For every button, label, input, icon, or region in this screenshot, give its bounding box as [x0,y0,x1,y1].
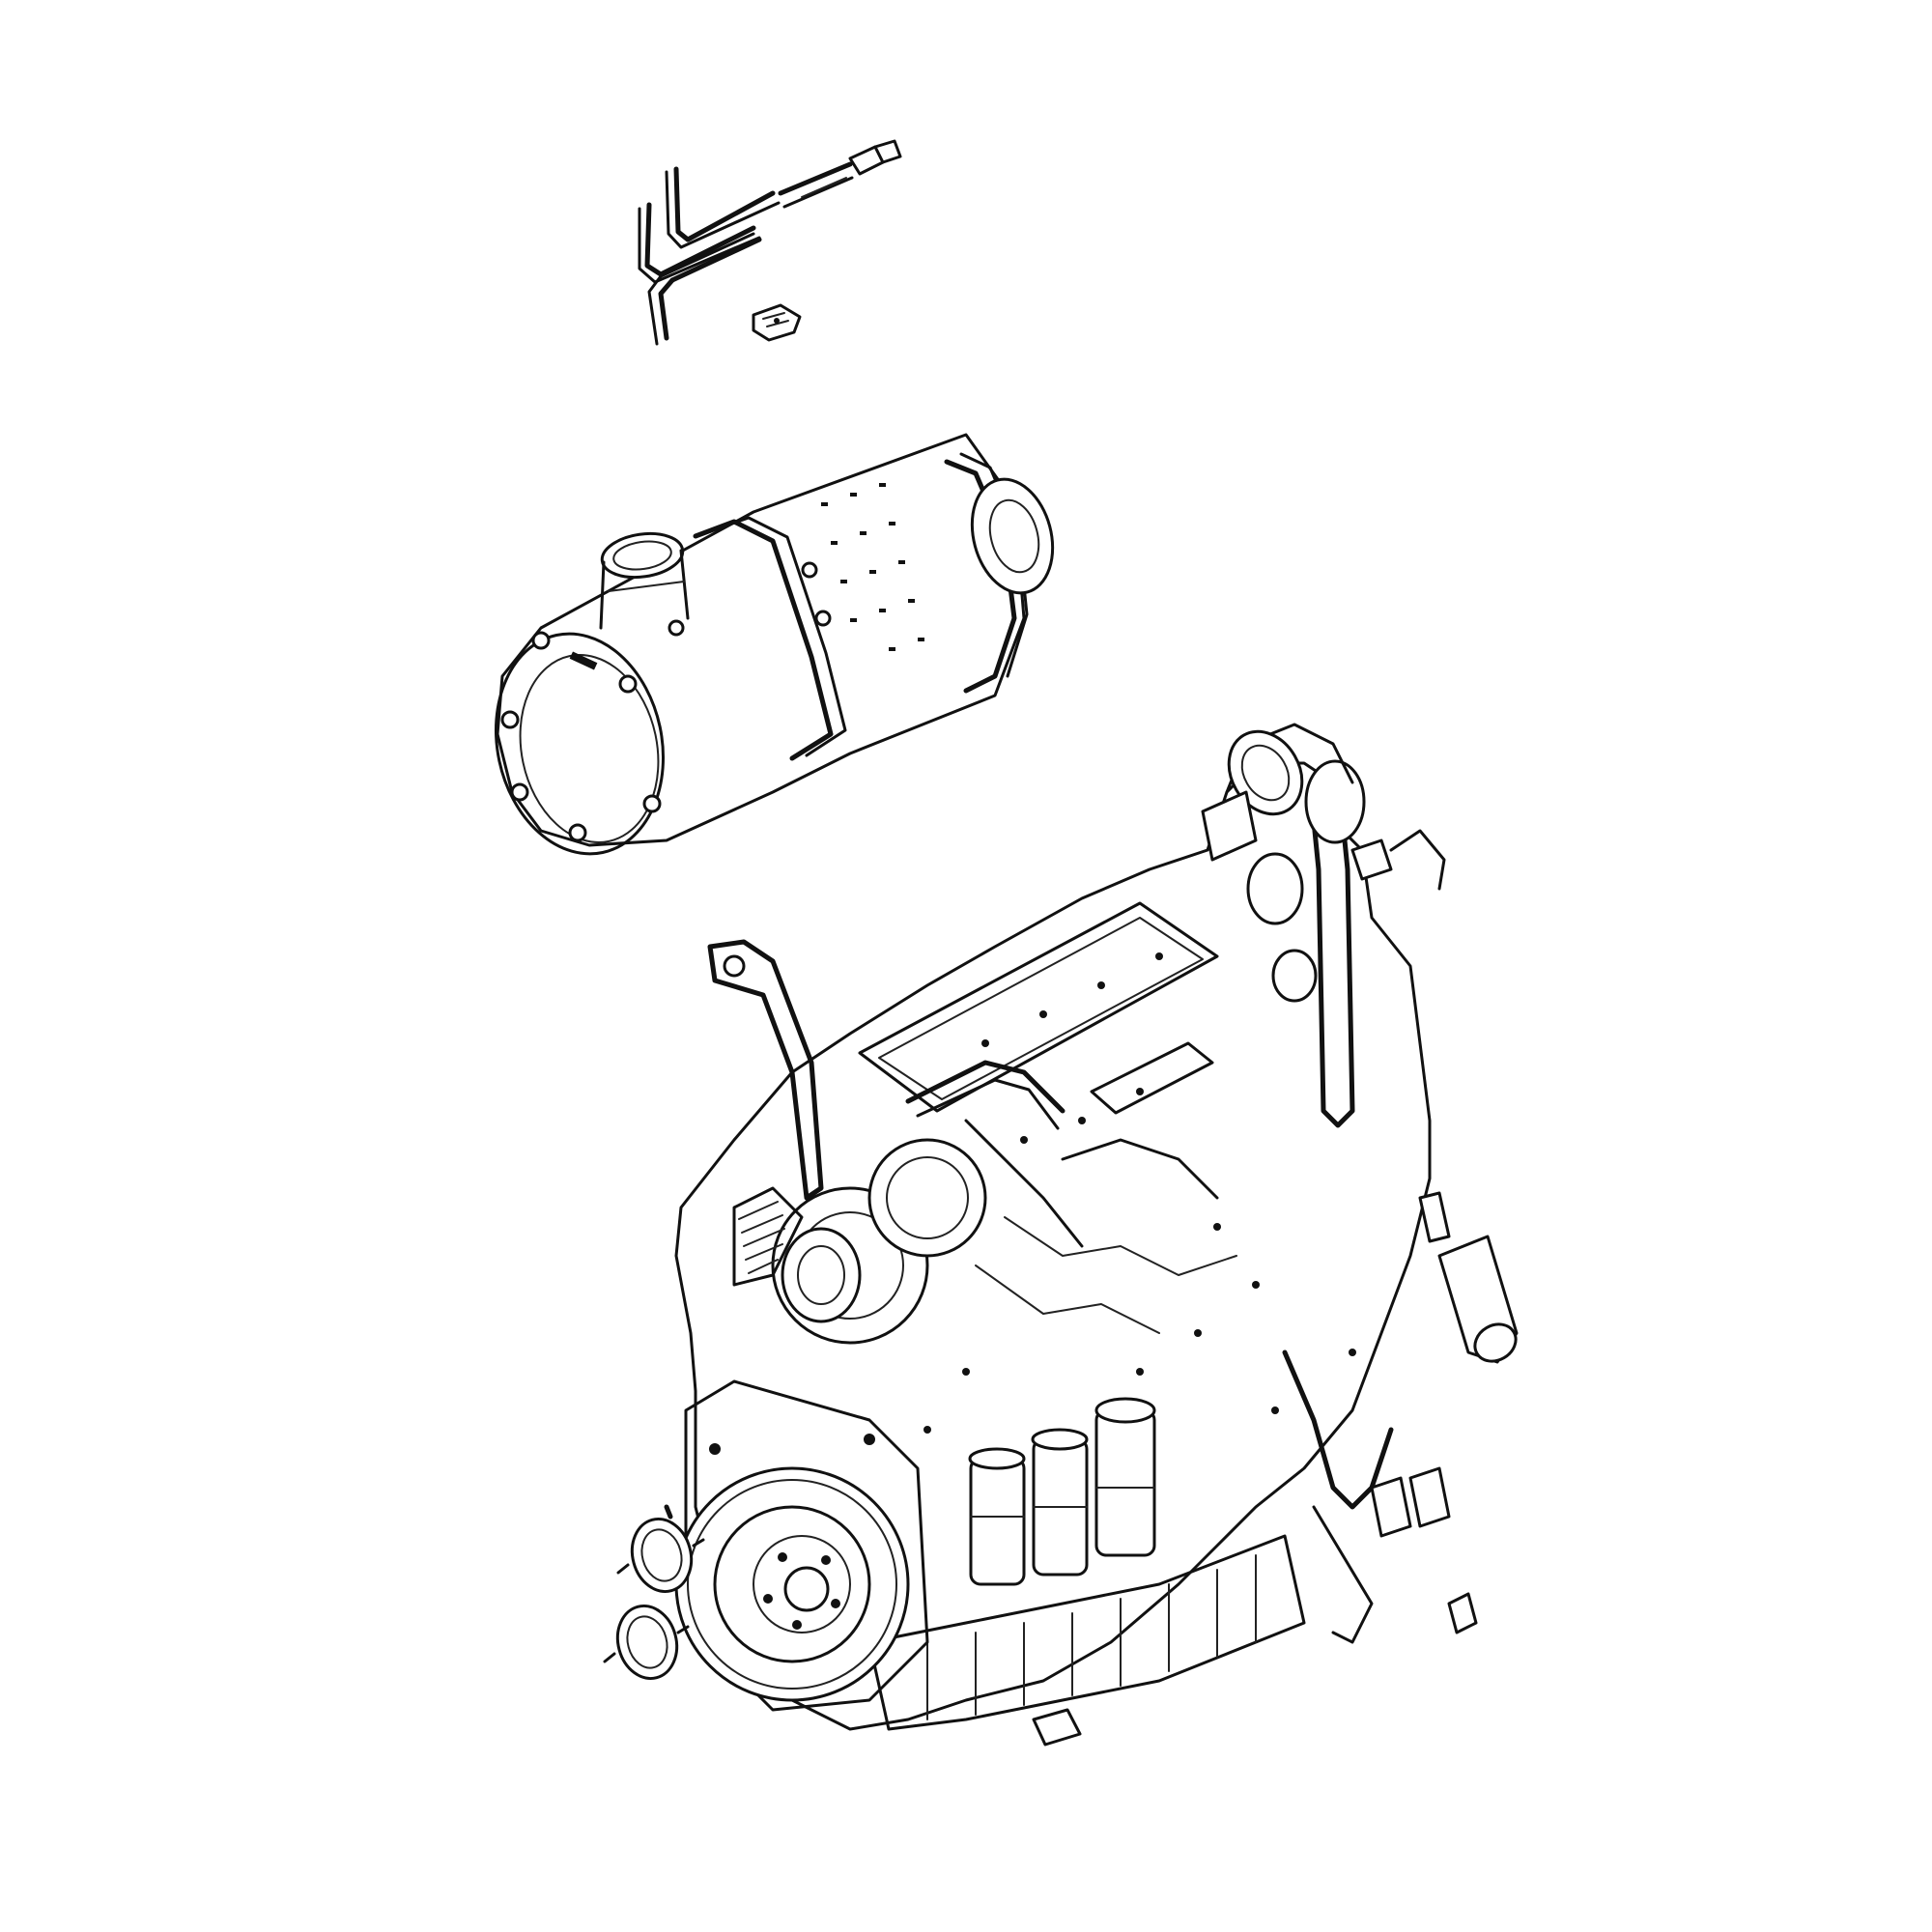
hose-clamp-icon [603,1504,705,1681]
clip-icon [752,303,802,342]
dpf-canister-icon [494,433,1055,856]
harness-connector-icon [778,139,902,209]
diesel-engine-icon [674,723,1519,1747]
bent-sensor-tubes-icon [638,166,781,346]
